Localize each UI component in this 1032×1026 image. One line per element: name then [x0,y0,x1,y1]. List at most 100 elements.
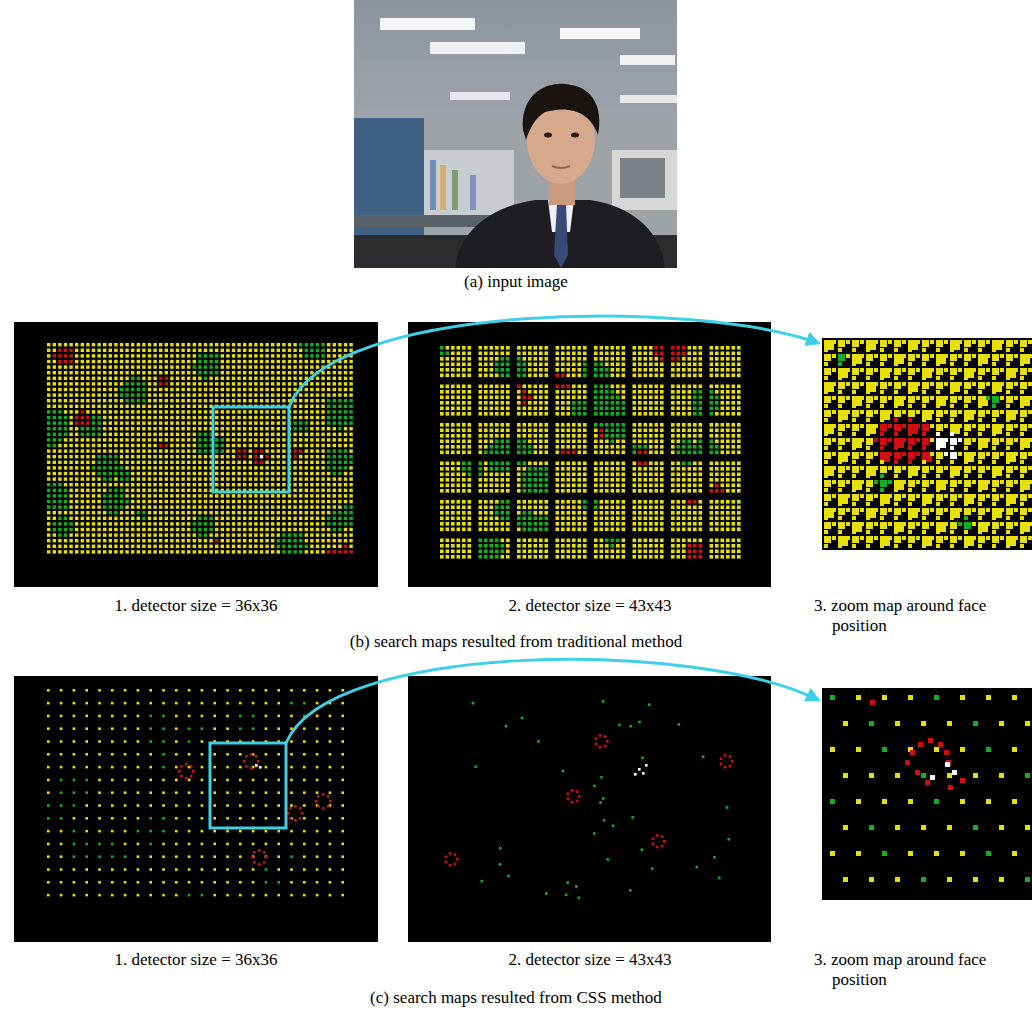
search-dot [221,550,224,553]
search-dot [159,533,162,536]
search-dot [109,382,112,385]
search-dot [125,461,128,464]
search-dot [204,399,207,402]
search-dot [53,517,56,520]
search-dot [86,533,89,536]
search-dot [193,528,196,531]
search-dot [58,410,61,413]
search-dot [327,545,330,548]
search-dot [204,528,207,531]
search-dot [198,405,201,408]
search-dot [114,533,117,536]
search-dot [125,522,128,525]
search-dot [125,455,128,458]
search-dot [170,405,173,408]
search-dot [254,522,257,525]
search-dot [254,483,257,486]
search-dot [243,522,246,525]
search-dot [53,416,56,419]
search-dot [254,349,257,352]
search-dot [321,438,324,441]
search-dot [114,545,117,548]
search-dot [243,472,246,475]
search-dot [305,365,308,368]
search-dot [81,399,84,402]
search-dot [165,455,168,458]
search-dot [316,349,319,352]
search-dot [310,517,313,520]
search-dot [327,399,330,402]
search-dot [310,455,313,458]
search-dot [64,449,67,452]
search-dot [316,489,319,492]
search-dot [53,444,56,447]
search-dot [47,382,50,385]
search-dot [254,421,257,424]
search-dot [265,472,268,475]
search-dot [299,405,302,408]
search-dot [131,511,134,514]
search-dot [321,343,324,346]
search-dot [327,360,330,363]
search-dot [193,483,196,486]
search-dot [338,377,341,380]
search-dot [64,477,67,480]
search-dot [47,360,50,363]
search-dot [148,382,151,385]
search-dot [254,477,257,480]
search-dot [338,343,341,346]
search-dot [142,433,145,436]
search-dot [288,382,291,385]
search-dot [64,405,67,408]
search-dot [58,472,61,475]
search-dot [47,533,50,536]
search-dot [142,438,145,441]
search-dot [215,472,218,475]
search-dot [187,360,190,363]
search-dot [170,382,173,385]
search-dot [226,449,229,452]
search-dot [305,500,308,503]
search-dot [215,539,218,542]
search-dot [114,399,117,402]
search-dot [310,371,313,374]
search-dot [243,444,246,447]
search-dot [288,388,291,391]
search-dot [221,505,224,508]
search-dot [131,455,134,458]
search-dot [69,444,72,447]
search-dot [254,393,257,396]
search-dot [170,517,173,520]
search-dot [243,382,246,385]
search-dot [254,533,257,536]
search-dot [69,360,72,363]
search-dot [187,511,190,514]
search-dot [86,455,89,458]
search-dot [187,466,190,469]
search-dot [221,517,224,520]
search-dot [316,449,319,452]
search-dot [109,466,112,469]
search-dot [299,444,302,447]
search-dot [53,489,56,492]
search-dot [321,421,324,424]
search-dot [53,354,56,357]
search-dot [338,371,341,374]
search-dot [137,550,140,553]
search-dot [103,433,106,436]
search-dot [114,382,117,385]
search-dot [92,500,95,503]
search-dot [293,466,296,469]
search-dot [120,489,123,492]
search-dot [97,500,100,503]
search-dot [232,399,235,402]
search-dot [47,466,50,469]
search-dot [305,489,308,492]
search-dot [81,343,84,346]
search-dot [221,421,224,424]
search-dot [53,405,56,408]
search-dot [92,505,95,508]
search-dot [165,382,168,385]
search-dot [333,511,336,514]
search-dot [181,365,184,368]
